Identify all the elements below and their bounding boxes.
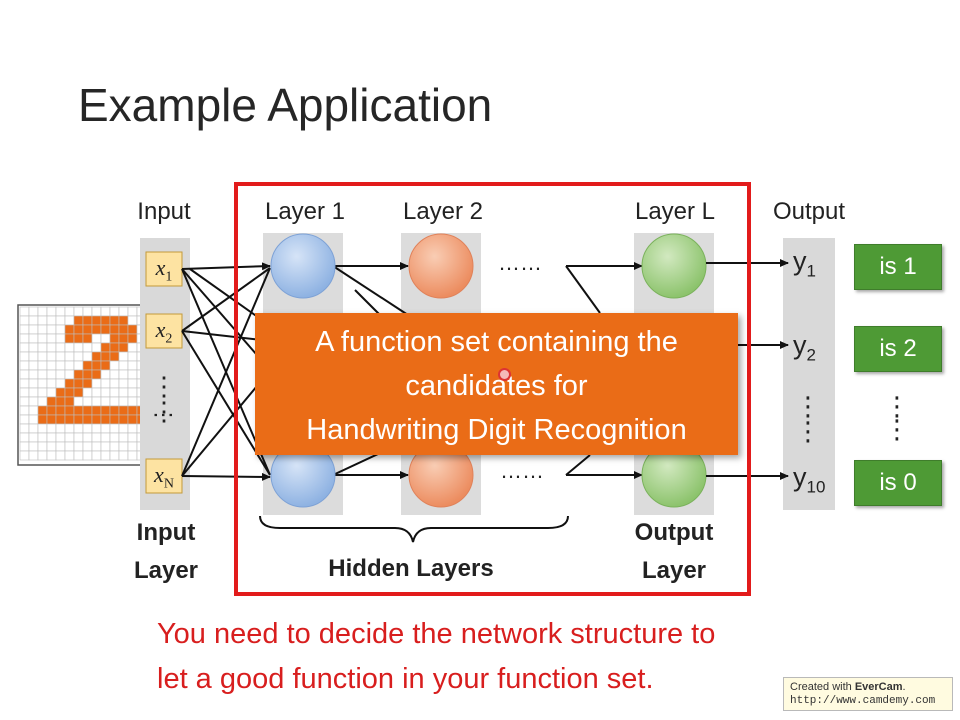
svg-text:⋮: ⋮ bbox=[884, 414, 910, 444]
cursor-pointer-icon bbox=[498, 368, 511, 381]
evercam-watermark: Created with EverCam. http://www.camdemy… bbox=[783, 677, 953, 711]
callout-line-2: candidates for bbox=[405, 370, 588, 402]
output-y1: y1 bbox=[793, 246, 816, 281]
input-x1: x1 bbox=[155, 255, 173, 285]
input-column-header: Input bbox=[137, 198, 191, 225]
layerL-node-top bbox=[641, 233, 707, 299]
output-y2: y2 bbox=[793, 330, 816, 365]
layer1-header: Layer 1 bbox=[264, 198, 346, 225]
red-note: You need to decide the network structure… bbox=[157, 618, 716, 695]
layerL-header: Layer L bbox=[634, 198, 716, 225]
result-is-1: is 1 bbox=[854, 244, 942, 290]
input-x2: x2 bbox=[155, 317, 173, 347]
input-vertical-dots: ⋮ bbox=[151, 371, 177, 401]
result-is-2: is 2 bbox=[854, 326, 942, 372]
input-box-xN bbox=[145, 458, 183, 494]
digit-image bbox=[17, 304, 147, 466]
input-xN: xN bbox=[154, 462, 174, 492]
hidden-layers-brace bbox=[259, 515, 569, 543]
layer1-node-top bbox=[270, 233, 336, 299]
result-vertical-dots: ⋮ bbox=[884, 391, 910, 421]
result-is-0: is 0 bbox=[854, 460, 942, 506]
callout-line-1: A function set containing the bbox=[315, 326, 678, 358]
ellipsis-bottom: …… bbox=[500, 458, 544, 483]
input-box-x2 bbox=[145, 313, 183, 349]
output-y10: y10 bbox=[793, 462, 826, 497]
svg-text:⋮: ⋮ bbox=[151, 396, 177, 426]
slide-title: Example Application bbox=[78, 79, 493, 131]
output-vertical-dots: ⋮ bbox=[795, 391, 821, 421]
layer2-header: Layer 2 bbox=[402, 198, 484, 225]
callout-line-3: Handwriting Digit Recognition bbox=[306, 414, 687, 446]
ellipsis-top: …… bbox=[498, 250, 542, 275]
function-set-callout: A function set containing the candidates… bbox=[255, 313, 738, 455]
output-column-header: Output bbox=[772, 198, 846, 225]
svg-text:⋮: ⋮ bbox=[152, 404, 177, 426]
hidden-layers-label: Hidden Layers bbox=[328, 555, 494, 582]
svg-text:⋮: ⋮ bbox=[795, 416, 821, 446]
output-column-panel bbox=[783, 238, 835, 510]
layer2-node-top bbox=[408, 233, 474, 299]
function-set-highlight-box bbox=[234, 182, 751, 596]
